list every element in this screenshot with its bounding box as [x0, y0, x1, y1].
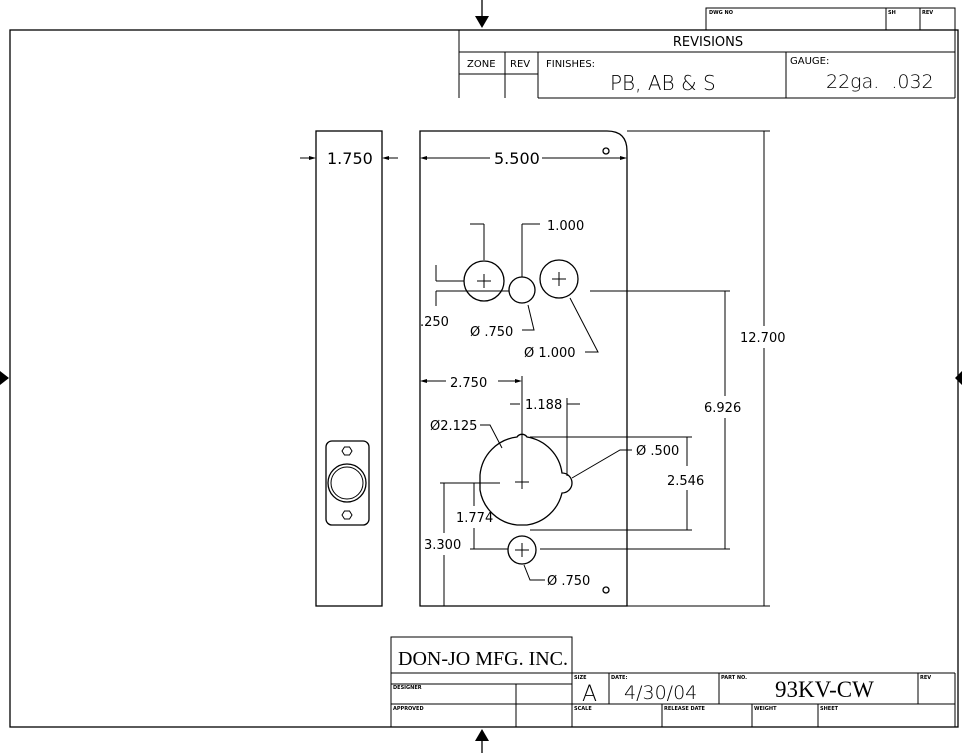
svg-text:2.546: 2.546 [667, 474, 704, 489]
svg-text:SH: SH [888, 10, 896, 16]
svg-text:1.000: 1.000 [547, 219, 584, 234]
front-plate [419, 130, 628, 607]
svg-text:3.300: 3.300 [424, 538, 461, 553]
screw-icon [341, 446, 353, 456]
svg-text:REV: REV [922, 10, 933, 16]
bottom-center-mark-icon [475, 729, 489, 741]
svg-text:DESIGNER: DESIGNER [393, 685, 422, 691]
revisions-table: REVISIONS ZONE REV FINISHES: GAUGE: PB, … [458, 30, 956, 99]
svg-text:SIZE: SIZE [574, 675, 587, 681]
svg-text:DWG NO: DWG NO [709, 10, 733, 16]
svg-text:4/30/04: 4/30/04 [624, 682, 697, 704]
svg-text:12.700: 12.700 [740, 331, 786, 346]
svg-text:Ø .750: Ø .750 [470, 325, 513, 340]
svg-text:DATE:: DATE: [611, 675, 627, 681]
svg-text:2.750: 2.750 [450, 376, 487, 391]
company-logo: DON-JO MFG. INC. [398, 648, 568, 670]
svg-text:Ø .500: Ø .500 [636, 444, 679, 459]
side-view: 1.750 [300, 130, 398, 607]
svg-text:RELEASE DATE: RELEASE DATE [664, 706, 706, 712]
svg-text:GAUGE:: GAUGE: [790, 56, 829, 67]
svg-text:REVISIONS: REVISIONS [673, 35, 743, 50]
svg-text:1.774: 1.774 [456, 511, 493, 526]
svg-text:5.500: 5.500 [494, 149, 540, 168]
svg-text:PB, AB & S: PB, AB & S [610, 71, 716, 95]
svg-text:A: A [582, 682, 597, 707]
svg-text:ZONE: ZONE [467, 59, 496, 70]
svg-text:Ø2.125: Ø2.125 [430, 419, 477, 434]
svg-text:REV: REV [920, 675, 931, 681]
svg-text:Ø 1.000: Ø 1.000 [524, 346, 576, 361]
svg-text:6.926: 6.926 [704, 401, 741, 416]
svg-text:93KV-CW: 93KV-CW [775, 677, 874, 702]
right-center-mark-icon [955, 371, 962, 385]
svg-text:.250: .250 [420, 315, 449, 330]
title-block: DON-JO MFG. INC. DESIGNER APPROVED SIZE … [390, 636, 956, 727]
svg-text:1.750: 1.750 [327, 149, 373, 168]
svg-text:WEIGHT: WEIGHT [754, 706, 777, 712]
svg-text:PART NO.: PART NO. [721, 675, 747, 681]
svg-text:Ø .750: Ø .750 [547, 574, 590, 589]
svg-text:SCALE: SCALE [574, 706, 592, 712]
lock-housing [325, 440, 370, 526]
left-center-mark-icon [0, 371, 9, 385]
svg-text:APPROVED: APPROVED [393, 706, 424, 712]
top-center-mark-icon [475, 16, 489, 28]
svg-text:22ga. .032: 22ga. .032 [826, 71, 934, 93]
lock-cutout [479, 433, 573, 526]
svg-text:REV: REV [510, 59, 530, 70]
dwg-number-block: DWG NO SH REV [705, 7, 956, 31]
svg-text:1.188: 1.188 [525, 398, 562, 413]
dimensions: 5.500 1.000 .250 Ø .750 Ø 1.000 12.700 2… [420, 130, 786, 607]
svg-text:FINISHES:: FINISHES: [546, 59, 595, 70]
svg-text:SHEET: SHEET [820, 706, 839, 712]
screw-icon [341, 510, 353, 520]
